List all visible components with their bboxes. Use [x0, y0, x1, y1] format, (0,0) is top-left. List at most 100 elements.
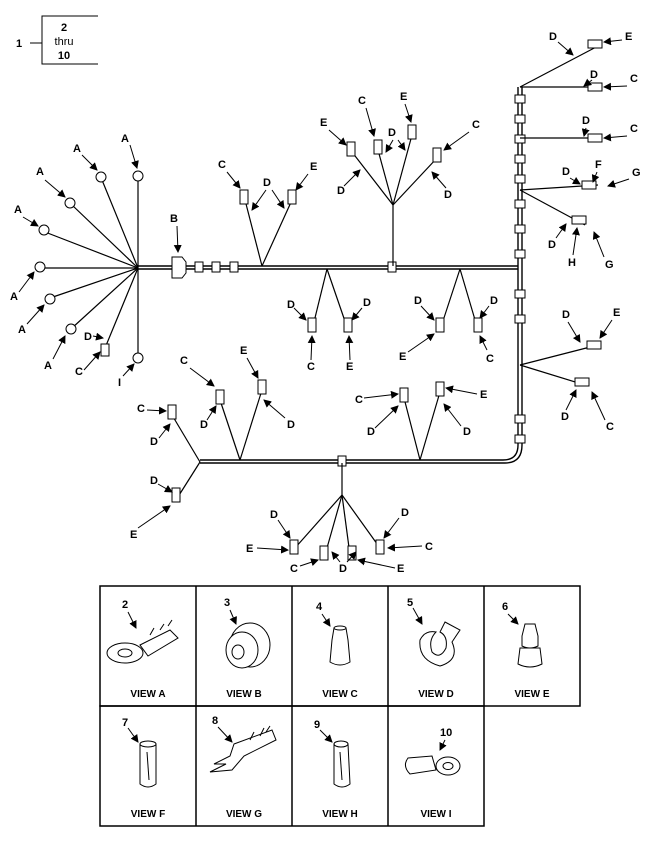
view-number: 6 — [502, 601, 508, 613]
view-number: 9 — [314, 719, 320, 731]
view-title: VIEW E — [514, 689, 549, 700]
views-table: 2 VIEW A 3 VIEW B 4 — [99, 585, 581, 827]
callout-d: D — [463, 426, 471, 438]
callout-c: C — [75, 366, 83, 378]
view-number: 2 — [122, 599, 128, 611]
callout-d: D — [150, 436, 158, 448]
sleeve-icon — [333, 740, 351, 788]
callout-a: A — [121, 133, 129, 145]
view-c-cell: 4 VIEW C — [316, 601, 358, 700]
view-title: VIEW A — [130, 689, 165, 700]
callout-e: E — [613, 307, 620, 319]
view-title: VIEW D — [418, 689, 454, 700]
view-number: 8 — [212, 715, 218, 727]
left-fan-branch — [34, 170, 144, 364]
callout-d: D — [337, 185, 345, 197]
view-number: 5 — [407, 597, 413, 609]
callout-d: D — [270, 509, 278, 521]
view-number: 4 — [316, 601, 323, 613]
callout-d: D — [401, 507, 409, 519]
callout-b: B — [170, 213, 178, 225]
callout-e: E — [246, 543, 253, 555]
view-number: 7 — [122, 717, 128, 729]
callout-c: C — [630, 73, 638, 85]
callout-d: D — [200, 419, 208, 431]
callouts: A A A A A A A D C I B C D E E C E — [10, 31, 641, 575]
callout-d: D — [150, 475, 158, 487]
callout-d: D — [562, 309, 570, 321]
view-e-cell: 6 VIEW E — [502, 601, 550, 700]
callout-d: D — [287, 299, 295, 311]
view-d-cell: 5 VIEW D — [407, 597, 461, 700]
view-g-cell: 8 VIEW G — [209, 715, 277, 820]
callout-c: C — [425, 541, 433, 553]
callout-d: D — [444, 189, 452, 201]
callout-c: C — [307, 361, 315, 373]
callout-c: C — [137, 403, 145, 415]
callout-d: D — [490, 295, 498, 307]
callout-g: G — [605, 259, 614, 271]
spade-terminal-icon — [209, 725, 277, 773]
callout-c: C — [358, 95, 366, 107]
view-number: 10 — [440, 727, 452, 739]
view-title: VIEW C — [322, 689, 358, 700]
callout-d: D — [388, 127, 396, 139]
callout-a: A — [18, 324, 26, 336]
callout-e: E — [310, 161, 317, 173]
callout-c: C — [218, 159, 226, 171]
right-branches — [519, 39, 603, 387]
callout-c: C — [472, 119, 480, 131]
callout-d: D — [414, 295, 422, 307]
callout-e: E — [346, 361, 353, 373]
callout-c: C — [606, 421, 614, 433]
callout-e: E — [130, 529, 137, 541]
index-box: 1 2 thru 10 — [16, 15, 98, 65]
callout-d: D — [590, 69, 598, 81]
callout-h: H — [568, 257, 576, 269]
callout-e: E — [240, 345, 247, 357]
callout-c: C — [486, 353, 494, 365]
callout-d: D — [367, 426, 375, 438]
callout-e: E — [399, 351, 406, 363]
index-range-end: 10 — [58, 50, 70, 62]
view-a-cell: 2 VIEW A — [106, 599, 179, 700]
view-title: VIEW F — [131, 809, 165, 820]
index-range-start: 2 — [61, 22, 67, 34]
callout-c: C — [180, 355, 188, 367]
ring-lug-icon — [404, 755, 461, 776]
callout-c: C — [290, 563, 298, 575]
callout-d: D — [263, 177, 271, 189]
middle-branches — [167, 268, 483, 561]
callout-a: A — [10, 291, 18, 303]
view-i-cell: 10 VIEW I — [404, 727, 461, 820]
callout-c: C — [630, 123, 638, 135]
callout-d: D — [549, 31, 557, 43]
view-f-cell: 7 VIEW F — [122, 717, 165, 820]
harness-trunk — [138, 87, 526, 467]
ring-terminal-icon — [106, 619, 179, 664]
callout-d: D — [339, 563, 347, 575]
clip-icon — [419, 621, 461, 667]
callout-a: A — [73, 143, 81, 155]
view-title: VIEW H — [322, 809, 358, 820]
view-title: VIEW G — [226, 809, 262, 820]
callout-d: D — [363, 297, 371, 309]
callout-d: D — [562, 166, 570, 178]
callout-e: E — [400, 91, 407, 103]
callout-a: A — [44, 360, 52, 372]
callout-d: D — [84, 331, 92, 343]
callout-e: E — [397, 563, 404, 575]
callout-e: E — [480, 389, 487, 401]
plug-icon — [517, 623, 543, 668]
callout-g: G — [632, 167, 641, 179]
callout-d: D — [582, 115, 590, 127]
view-h-cell: 9 VIEW H — [314, 719, 358, 820]
callout-f: F — [595, 159, 602, 171]
callout-d: D — [548, 239, 556, 251]
index-range-thru: thru — [55, 36, 74, 48]
callout-e: E — [320, 117, 327, 129]
callout-d: D — [561, 411, 569, 423]
view-b-cell: 3 VIEW B — [224, 597, 271, 700]
callout-i: I — [118, 377, 121, 389]
